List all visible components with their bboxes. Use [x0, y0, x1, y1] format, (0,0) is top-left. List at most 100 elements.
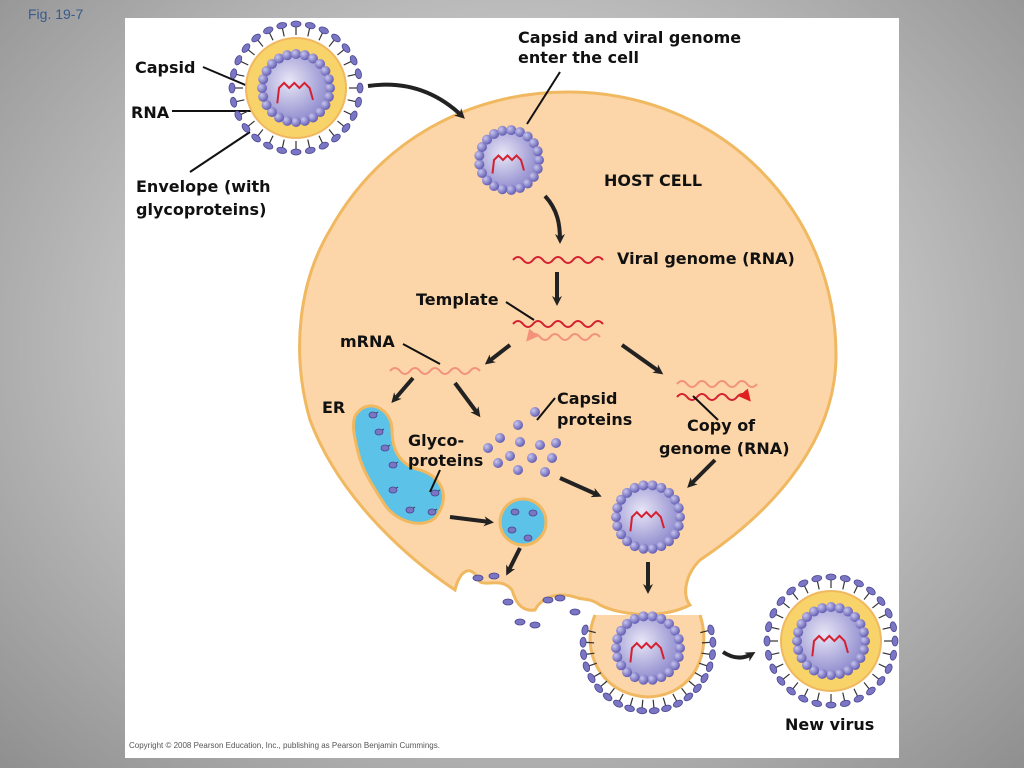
viral-rna — [629, 641, 665, 663]
glycoprotein — [798, 579, 809, 588]
glycoprotein — [234, 55, 243, 66]
glycoprotein-stalk — [863, 592, 870, 600]
glycoprotein-stalk — [318, 135, 324, 144]
capsomere — [834, 668, 845, 679]
pointer-envelope — [189, 131, 251, 173]
glycoprotein — [304, 146, 316, 154]
capsomere — [675, 643, 685, 653]
capsomere — [616, 529, 627, 540]
capsomere — [258, 74, 269, 85]
capsomere — [622, 487, 633, 498]
capsid-protein — [495, 433, 505, 443]
glycoprotein — [405, 506, 415, 514]
capsomere — [850, 611, 861, 622]
capsomere — [616, 625, 627, 636]
arrow-copy-to-assembly — [687, 458, 717, 488]
glycoprotein-stalk — [700, 630, 709, 634]
glycoprotein — [811, 575, 823, 583]
capsomere — [266, 107, 277, 118]
glycoprotein-stalk — [600, 680, 608, 687]
glycoprotein — [318, 26, 329, 35]
capsomere — [817, 603, 828, 614]
glycoprotein — [763, 635, 771, 647]
label-envelope-line2: glycoproteins) — [136, 200, 267, 219]
glycoprotein — [380, 444, 390, 452]
glycoprotein-stalk — [247, 49, 255, 56]
glycoprotein — [661, 704, 672, 712]
glycoprotein — [230, 96, 238, 108]
viral-rna — [629, 510, 665, 532]
capsomere — [476, 168, 487, 179]
capsomere — [274, 112, 284, 123]
glycoprotein — [709, 636, 717, 648]
capsomere — [850, 660, 861, 671]
capsid-protein — [527, 453, 537, 463]
glycoprotein-stalk — [803, 585, 809, 594]
glycoprotein-stalk — [328, 39, 335, 47]
pointer-glyco — [429, 469, 441, 493]
glycoprotein-stalk — [347, 73, 356, 77]
capsomere — [282, 115, 293, 126]
glycoprotein-stalk — [337, 120, 345, 127]
glycoprotein — [786, 686, 796, 696]
capsomere — [474, 150, 485, 161]
capsomere — [673, 652, 684, 663]
label-enter-line1: Capsid and viral genome — [518, 28, 742, 47]
capsomere — [629, 613, 640, 624]
arrow-uncoat — [543, 194, 565, 244]
arrow-to-mrna — [484, 343, 512, 365]
glycoprotein-stalk — [268, 32, 274, 41]
arrow-to-er — [391, 376, 415, 404]
glycoprotein-stalk — [863, 682, 870, 690]
capsid-protein — [493, 458, 503, 468]
glycoprotein — [529, 621, 541, 629]
glycoprotein-stalk — [688, 680, 696, 687]
capsomere — [308, 53, 318, 64]
glycoprotein — [349, 110, 358, 121]
figure-label: Fig. 19-7 — [28, 6, 84, 22]
glycoprotein — [356, 82, 364, 94]
glycoprotein-stalk — [662, 697, 667, 706]
label-mrna: mRNA — [340, 332, 395, 351]
glycoprotein — [683, 692, 694, 702]
capsomere — [315, 107, 326, 118]
copyright-notice: Copyright © 2008 Pearson Education, Inc.… — [129, 741, 440, 750]
glycoprotein-stalk — [878, 613, 887, 619]
label-copy-line1: Copy of — [687, 416, 756, 435]
glycoprotein-stalk — [328, 129, 335, 137]
capsomere — [673, 633, 684, 644]
glycoprotein — [708, 649, 716, 661]
capsid-protein — [515, 437, 525, 447]
glycoprotein — [354, 68, 362, 80]
glycoprotein-stalk — [247, 120, 255, 127]
label-capsid-proteins-line2: proteins — [557, 410, 633, 429]
glycoprotein — [276, 22, 288, 30]
capsomere — [622, 536, 633, 547]
glycoprotein-stalk — [792, 682, 799, 690]
glycoprotein — [241, 123, 251, 133]
capsomere — [638, 543, 649, 554]
glycoprotein — [488, 572, 500, 580]
glycoprotein — [889, 649, 897, 661]
glycoprotein — [776, 676, 786, 686]
glycoprotein — [554, 594, 566, 602]
glycoprotein-stalk — [816, 581, 820, 590]
glycoprotein-stalk — [236, 99, 245, 103]
glycoprotein — [594, 683, 604, 693]
capsomere — [647, 611, 658, 622]
glycoprotein-stalk — [694, 672, 703, 678]
transport-vesicle — [498, 497, 548, 547]
glycoprotein — [891, 635, 899, 647]
capsomere — [291, 117, 301, 127]
copy-genome-rna — [676, 388, 751, 402]
glycoprotein — [349, 55, 358, 66]
capsomere — [325, 83, 335, 93]
glycoprotein — [581, 624, 589, 636]
capsid-protein — [547, 453, 557, 463]
glycoprotein — [839, 699, 851, 707]
glycoprotein — [251, 33, 261, 43]
capsomere — [514, 182, 525, 193]
label-viral-genome: Viral genome (RNA) — [617, 249, 795, 268]
capsid-protein — [530, 407, 540, 417]
capsomere — [274, 53, 284, 64]
